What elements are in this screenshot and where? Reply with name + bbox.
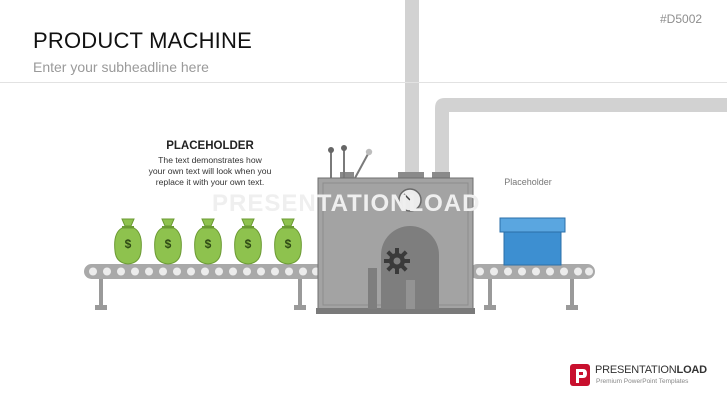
slide-title: PRODUCT MACHINE bbox=[33, 28, 252, 53]
conveyor-legs bbox=[95, 279, 578, 310]
machine bbox=[316, 145, 475, 314]
placeholder-text-line: replace it with your own text. bbox=[155, 177, 265, 187]
money-bag-icon bbox=[114, 218, 142, 265]
bag-dollar-symbol: $ bbox=[205, 237, 212, 251]
box-placeholder-label: Placeholder bbox=[504, 177, 552, 187]
money-bag-icon bbox=[274, 218, 302, 265]
slide-subtitle: Enter your subheadline here bbox=[33, 59, 209, 75]
brand-name: PRESENTATIONLOAD bbox=[595, 364, 707, 376]
header-divider bbox=[0, 82, 727, 83]
money-bag-icon bbox=[234, 218, 262, 265]
money-bag-icon bbox=[194, 218, 222, 265]
money-bag-icon bbox=[154, 218, 182, 265]
placeholder-text: The text demonstrates how your own text … bbox=[138, 155, 282, 188]
gauge-icon bbox=[398, 188, 422, 212]
chimney-pipe bbox=[405, 0, 419, 178]
presentationload-logo-icon bbox=[570, 364, 590, 386]
placeholder-text-line: The text demonstrates how bbox=[158, 155, 262, 165]
bag-dollar-symbol: $ bbox=[165, 237, 172, 251]
placeholder-text-line: your own text will look when you bbox=[148, 166, 272, 176]
side-pipe bbox=[435, 98, 727, 178]
watermark: PRESENTATIONLOAD bbox=[212, 190, 481, 217]
bag-dollar-symbol: $ bbox=[245, 237, 252, 251]
bag-dollar-symbol: $ bbox=[285, 237, 292, 251]
right-conveyor-rollers bbox=[476, 267, 593, 276]
brand-tagline: Premium PowerPoint Templates bbox=[596, 378, 689, 385]
brand-name-light: PRESENTATION bbox=[595, 364, 677, 376]
left-conveyor-rollers bbox=[89, 267, 320, 276]
brand-name-bold: LOAD bbox=[676, 364, 708, 376]
bag-dollar-symbol: $ bbox=[125, 237, 132, 251]
placeholder-title: PLACEHOLDER bbox=[166, 140, 254, 152]
money-bags bbox=[114, 218, 302, 265]
gear-icon bbox=[384, 248, 410, 274]
slide-code: #D5002 bbox=[660, 12, 703, 26]
box-icon bbox=[499, 217, 566, 266]
